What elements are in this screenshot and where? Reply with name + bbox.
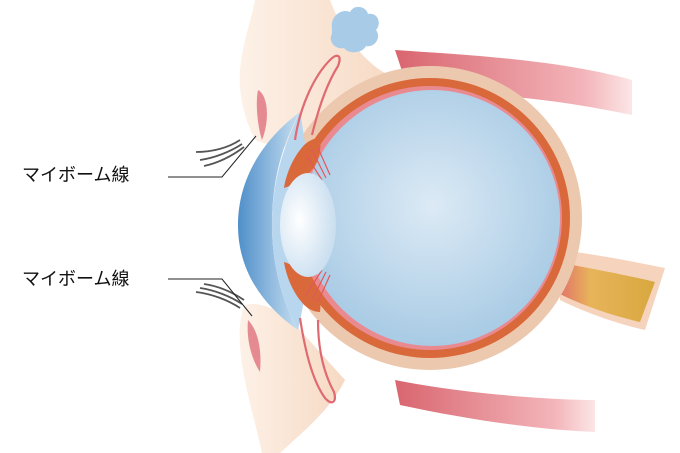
inferior-rectus-muscle: [395, 380, 595, 432]
lower-eyelashes: [195, 283, 245, 309]
lower-meibomian-gland: [247, 320, 261, 372]
lower-meibomian-gland-label: マイボーム線: [22, 269, 130, 290]
superior-rectus-muscle: [395, 50, 632, 115]
upper-meibomian-gland: [256, 90, 267, 140]
vitreous-body: [304, 90, 560, 346]
iris-upper: [284, 138, 321, 188]
upper-conjunctiva: [293, 54, 341, 141]
lacrimal-gland: [330, 6, 379, 53]
lens: [280, 173, 336, 277]
cornea: [238, 112, 300, 330]
lower-eyelid: [239, 304, 345, 453]
lower-gland-leader-line: [168, 278, 253, 317]
upper-eyelashes: [195, 139, 245, 167]
upper-gland-leader-line: [168, 135, 257, 178]
optic-nerve-core: [556, 262, 655, 322]
lower-conjunctiva: [298, 317, 336, 404]
zonule-fibers: [305, 147, 331, 303]
iris-lower: [284, 262, 321, 312]
upper-meibomian-gland-label: マイボーム線: [22, 165, 130, 186]
